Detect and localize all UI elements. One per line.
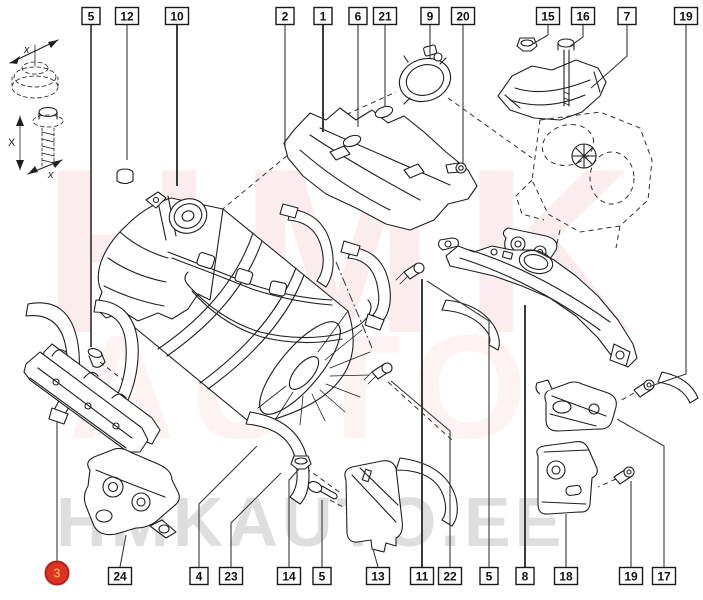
svg-text:24: 24 (113, 570, 127, 584)
callout-top-2[interactable]: 2 (275, 6, 295, 149)
svg-text:2: 2 (282, 10, 289, 24)
turbo-heat-shield (497, 59, 607, 121)
mounting-bracket (23, 343, 161, 453)
svg-text:20: 20 (456, 10, 470, 24)
catalytic-converter (95, 191, 372, 426)
svg-text:4: 4 (196, 570, 203, 584)
converter-bolt-upper (395, 262, 425, 285)
svg-text:22: 22 (443, 570, 457, 584)
callout-bottom-19[interactable]: 19 (618, 481, 644, 586)
svg-text:8: 8 (522, 570, 529, 584)
callout-top-15[interactable]: 15 (530, 6, 561, 46)
svg-text:5: 5 (486, 570, 493, 584)
callout-bottom-24[interactable]: 24 (107, 534, 133, 586)
bolt-cross-section-symbol: X x (8, 106, 64, 181)
svg-text:23: 23 (224, 570, 238, 584)
shield-bolt (557, 38, 575, 107)
callout-bottom-13[interactable]: 13 (365, 548, 391, 586)
v-band-clamp (398, 44, 452, 105)
svg-text:13: 13 (371, 570, 385, 584)
bolt-dim-side-label: X (8, 137, 16, 149)
callout-top-12[interactable]: 12 (114, 6, 140, 161)
nut-dim-label: x (23, 44, 30, 56)
callout-top-16[interactable]: 16 (568, 6, 596, 48)
nut-cross-section-symbol: x (9, 39, 59, 99)
svg-text:9: 9 (427, 10, 434, 24)
svg-text:21: 21 (378, 10, 392, 24)
callout-top-9[interactable]: 9 (420, 6, 440, 59)
manifold-shield (437, 237, 638, 368)
callout-top-7[interactable]: 7 (590, 6, 637, 89)
svg-text:18: 18 (559, 570, 573, 584)
svg-text:17: 17 (657, 570, 671, 584)
callout-highlighted-3[interactable]: 3 (44, 421, 70, 586)
callout-bottom-22[interactable]: 22 (390, 380, 463, 586)
callout-bottom-17[interactable]: 17 (616, 418, 677, 586)
upper-heat-shield (283, 105, 478, 231)
svg-text:5: 5 (88, 10, 95, 24)
shield-nut (516, 37, 538, 52)
callout-top-5[interactable]: 5 (81, 6, 101, 348)
protector-bolt (307, 481, 338, 500)
rear-bracket-upper (535, 379, 617, 432)
svg-text:14: 14 (282, 570, 296, 584)
svg-text:11: 11 (416, 570, 429, 584)
bolt-dim-bottom-label: x (47, 169, 54, 181)
svg-text:12: 12 (120, 10, 134, 24)
converter-bolt-lower (363, 362, 393, 385)
callout-top-6[interactable]: 6 (348, 6, 368, 128)
shield-screw (445, 162, 467, 174)
callout-top-19[interactable]: 19 (650, 6, 699, 387)
protector-nut (290, 455, 312, 470)
svg-text:16: 16 (576, 10, 590, 24)
rear-bracket-upper-bolt (633, 379, 655, 398)
rear-bracket-lower (536, 441, 598, 515)
svg-text:19: 19 (679, 10, 693, 24)
callout-top-1[interactable]: 1 (313, 6, 333, 133)
svg-text:6: 6 (355, 10, 362, 24)
protector-shield (344, 460, 403, 553)
rear-bracket-lower-bolt (613, 466, 635, 485)
callout-top-10[interactable]: 10 (164, 6, 190, 187)
callout-bottom-11[interactable]: 11 (409, 279, 435, 586)
svg-text:7: 7 (624, 10, 631, 24)
callout-bottom-5[interactable]: 5 (426, 280, 499, 586)
svg-text:10: 10 (170, 10, 184, 24)
svg-text:3: 3 (53, 566, 60, 581)
bracket-bolt-left (87, 347, 106, 368)
svg-text:15: 15 (541, 10, 555, 24)
svg-text:5: 5 (319, 570, 326, 584)
sensor-cap (116, 168, 134, 185)
lower-heat-shield (83, 447, 180, 539)
svg-text:19: 19 (624, 570, 638, 584)
callout-bottom-4[interactable]: 4 (189, 445, 258, 586)
callout-bottom-14[interactable]: 14 (276, 468, 302, 586)
callout-bottom-18[interactable]: 18 (553, 514, 579, 586)
callout-bottom-5[interactable]: 5 (312, 500, 332, 586)
callout-bottom-23[interactable]: 23 (218, 472, 282, 586)
callout-top-20[interactable]: 20 (450, 6, 476, 164)
callout-top-21[interactable]: 21 (372, 6, 398, 107)
svg-text:1: 1 (320, 10, 327, 24)
callout-bottom-8[interactable]: 8 (515, 305, 535, 586)
